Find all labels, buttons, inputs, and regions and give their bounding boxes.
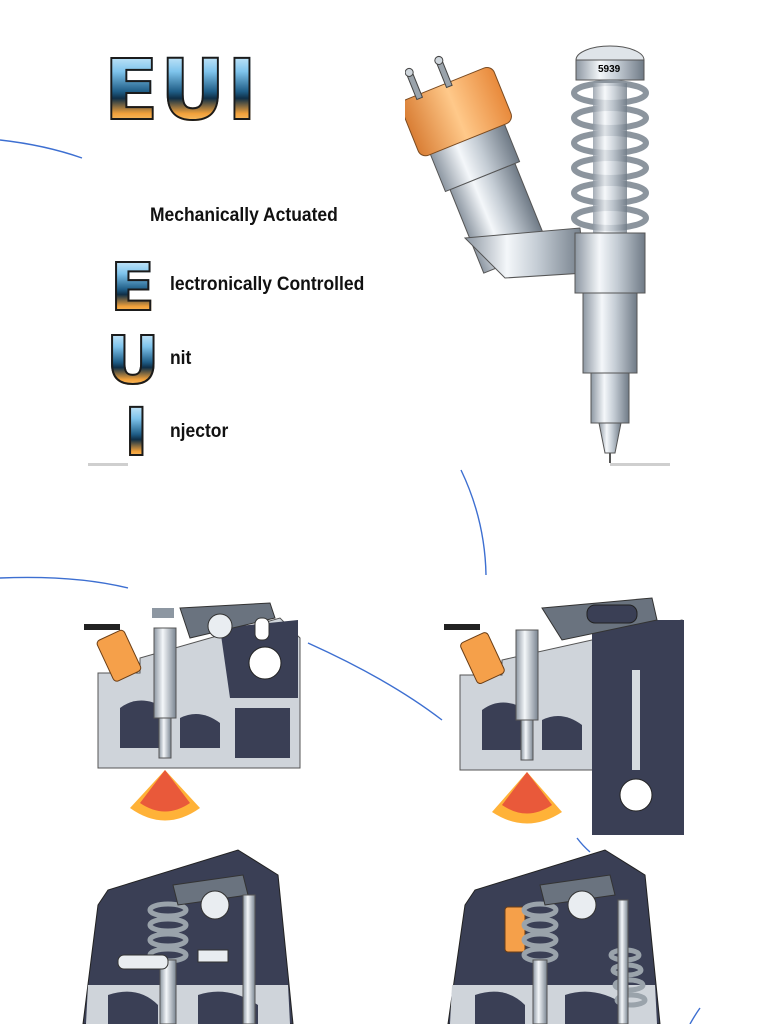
injector-illustration: 5939 — [405, 45, 649, 463]
acronym-letter-u: U — [105, 322, 161, 399]
cylinder-head-diagram-2 — [444, 597, 684, 835]
connector-line-top-left — [0, 139, 83, 159]
connector-line-left — [0, 576, 129, 589]
part-number: 5939 — [598, 64, 621, 75]
cylinder-head-diagram-1 — [84, 602, 301, 821]
slide-footer-left — [88, 463, 128, 466]
acronym-letter-i: I — [123, 394, 150, 471]
connector-line-center — [307, 642, 443, 721]
acronym-word-injector: njector — [170, 421, 229, 442]
acronym-word-unit: nit — [170, 348, 192, 369]
solenoid-housing — [405, 55, 550, 274]
definition-heading: Mechanically Actuated — [150, 205, 338, 226]
cylinder-head-diagram-3 — [82, 849, 294, 1024]
acronym-letter-e: E — [109, 249, 156, 326]
slide-footer-right — [610, 463, 670, 466]
connector-line-bottom-right — [689, 1007, 701, 1024]
connector-line-middle — [460, 469, 487, 576]
cylinder-head-diagram-4 — [447, 849, 661, 1024]
eui-logo: EUI — [103, 41, 259, 139]
acronym-word-electronically: lectronically Controlled — [170, 274, 365, 295]
